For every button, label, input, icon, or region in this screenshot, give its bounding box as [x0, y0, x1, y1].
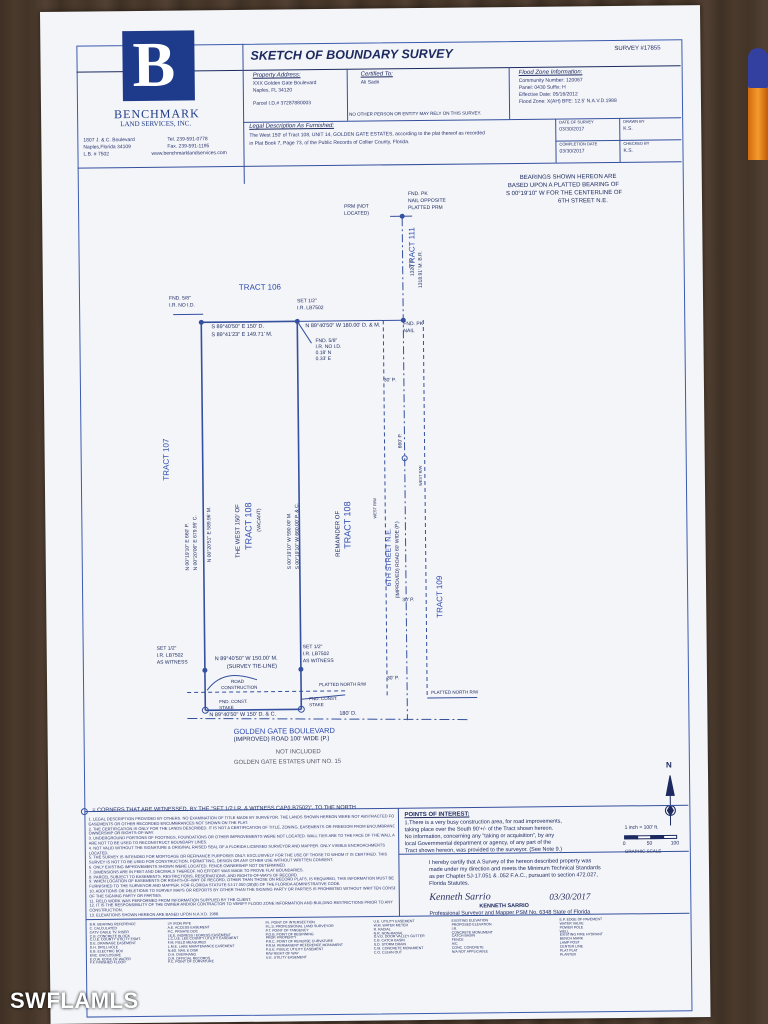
fnd-const-left-2: STAKE [219, 705, 234, 711]
surveyor-name: KENNETH SARRIO [479, 902, 529, 910]
north-label: N [665, 760, 672, 770]
road-construction-2: CONSTRUCTION [221, 684, 258, 691]
survey-tie-caption: (SURVEY TIE-LINE) [226, 663, 278, 671]
platted-north-right: PLATTED NORTH R/W [431, 689, 479, 695]
set-12-left-2: I.R. LB7502 [156, 652, 184, 659]
north-line-deed: S 89°40'50" E 150' D. [211, 323, 265, 331]
set-12-right-3: AS WITNESS [302, 657, 334, 665]
fnd-pk-top-1: FND. PK [407, 190, 428, 198]
dim-180: 180' D. [339, 710, 357, 717]
prm-label-2: LOCATED) [344, 210, 370, 217]
west-rw-right: WEST R/W [417, 465, 423, 487]
tie-line-measured: N 00°20'51" E 589.96' M. [206, 506, 213, 563]
graphic-scale [624, 834, 678, 840]
set-12-top-2: I.R. LB7502 [297, 305, 324, 312]
bearings-note-1: BEARINGS SHOWN HEREON ARE [519, 173, 617, 181]
street-name: 6TH STREET N.E. [385, 528, 394, 587]
set-12-right-2: I.R. LB7502 [302, 651, 330, 658]
survey-tie-line: N 89°40'50" W 150.00' M. [214, 655, 278, 663]
not-included-unit: GOLDEN GATE ESTATES UNIT NO. 15 [233, 758, 342, 767]
platted-north-left: PLATTED NORTH R/W [319, 681, 367, 688]
survey-notes: 1. LEGAL DESCRIPTION PROVIDED BY OTHERS.… [88, 814, 395, 918]
west-150-label: THE WEST 150' OF [235, 504, 242, 558]
abbrev-item: C.O. CLEAN OUT [373, 950, 403, 955]
points-of-interest-label: POINTS OF INTEREST: [404, 811, 470, 819]
road-row: (IMPROVED) ROAD 100' WIDE (P.) [233, 736, 330, 744]
set-12-top-1: SET 1/2" [297, 298, 317, 305]
fnd-const-right-2: STAKE [309, 702, 324, 708]
prm-label-1: PRM (NOT [344, 203, 369, 210]
bearings-note-4: 6TH STREET N.E. [557, 198, 608, 205]
vacant-label: (VACANT) [256, 508, 263, 532]
road-name: GOLDEN GATE BOULEVARD [233, 725, 336, 737]
remainder-label: REMAINDER OF [335, 510, 342, 557]
dim-30-mid: 30' P. [402, 597, 415, 604]
fnd-58-top-2: I.R. NO I.D. [169, 302, 195, 309]
east-line-plat: S 00°19'10" W 660.00' P. & C. [294, 502, 301, 570]
dim-1320-plat: 1320' P. [409, 258, 416, 277]
scale-tick-100: 100 [670, 840, 680, 847]
bearings-note-2: BASED UPON A PLATTED BEARING OF [507, 181, 620, 190]
boundary-sketch [80, 213, 690, 921]
east-line-measured: S 00°19'10" W 590.00' M. [286, 512, 293, 570]
survey-paper: B BENCHMARK LAND SERVICES, INC. 1807 J. … [40, 5, 711, 1024]
north-extension: N 89°40'50" W 180.00' D. & M. [305, 322, 381, 330]
set-12-right-1: SET 1/2" [302, 644, 323, 651]
set-12-left-3: AS WITNESS [156, 659, 188, 666]
fnd-pk-top-3: PLATTED PRM [408, 204, 443, 212]
dim-30-bottom: 30' P. [386, 675, 400, 682]
dim-660-street: 660' P. [397, 433, 404, 449]
dim-30-top: 30' P. [383, 377, 396, 384]
street-row: (IMPROVED) ROAD 60' WIDE (P.) [394, 521, 402, 599]
pen-cap [748, 48, 768, 88]
signature: Kenneth Sarrio [429, 891, 491, 903]
signature-date: 03/30/2017 [549, 891, 591, 902]
scale-tick-50: 50 [646, 840, 653, 847]
scale-caption: GRAPHIC SCALE [624, 848, 662, 854]
tract-108-remainder-label: TRACT 108 [342, 501, 353, 549]
fnd-58-top-1: FND. 5/8" [168, 295, 191, 302]
north-arrow-icon [664, 775, 676, 826]
scale-label: 1 inch = 100' ft. [624, 824, 659, 831]
fnd-58-mid-4: 0.33' E [315, 355, 332, 363]
fnd-pk-top-2: NAIL OPPOSITE [407, 197, 446, 205]
scale-tick-0: 0 [622, 840, 626, 847]
tract-107-label: TRACT 107 [161, 438, 171, 481]
west-rw-left: WEST R/W [372, 498, 378, 519]
fnd-pk-nail-1: FND. PK [403, 321, 424, 328]
tract-106-label: TRACT 106 [238, 282, 282, 292]
bearings-note-3: S 00°19'10" W FOR THE CENTERLINE OF [505, 189, 623, 198]
tract-109-label: TRACT 109 [434, 575, 445, 618]
dim-1318-measured: 1318.91' M. B.R. [417, 250, 424, 289]
tract-108-parcel-label: TRACT 108 [243, 502, 254, 550]
abbrev-item: F.F. FINISHED FLOOR [89, 960, 126, 965]
south-line: N 89°40'50" W 150' D. & C. [209, 711, 277, 719]
set-12-left-1: SET 1/2" [156, 645, 177, 652]
not-included: NOT INCLUDED [275, 749, 321, 756]
watermark: SWFLAMLS [10, 988, 139, 1013]
cert-line-4: Florida Statutes. [429, 880, 470, 887]
north-line-measured: S 89°41'23" E 149.71' M. [211, 331, 273, 339]
fnd-pk-nail-2: NAIL [403, 328, 415, 335]
west-line-calc: N 00°20'06" E 679.95' C. [192, 515, 199, 571]
west-line-plat: N 00°19'10" E 660' P. [184, 523, 191, 571]
